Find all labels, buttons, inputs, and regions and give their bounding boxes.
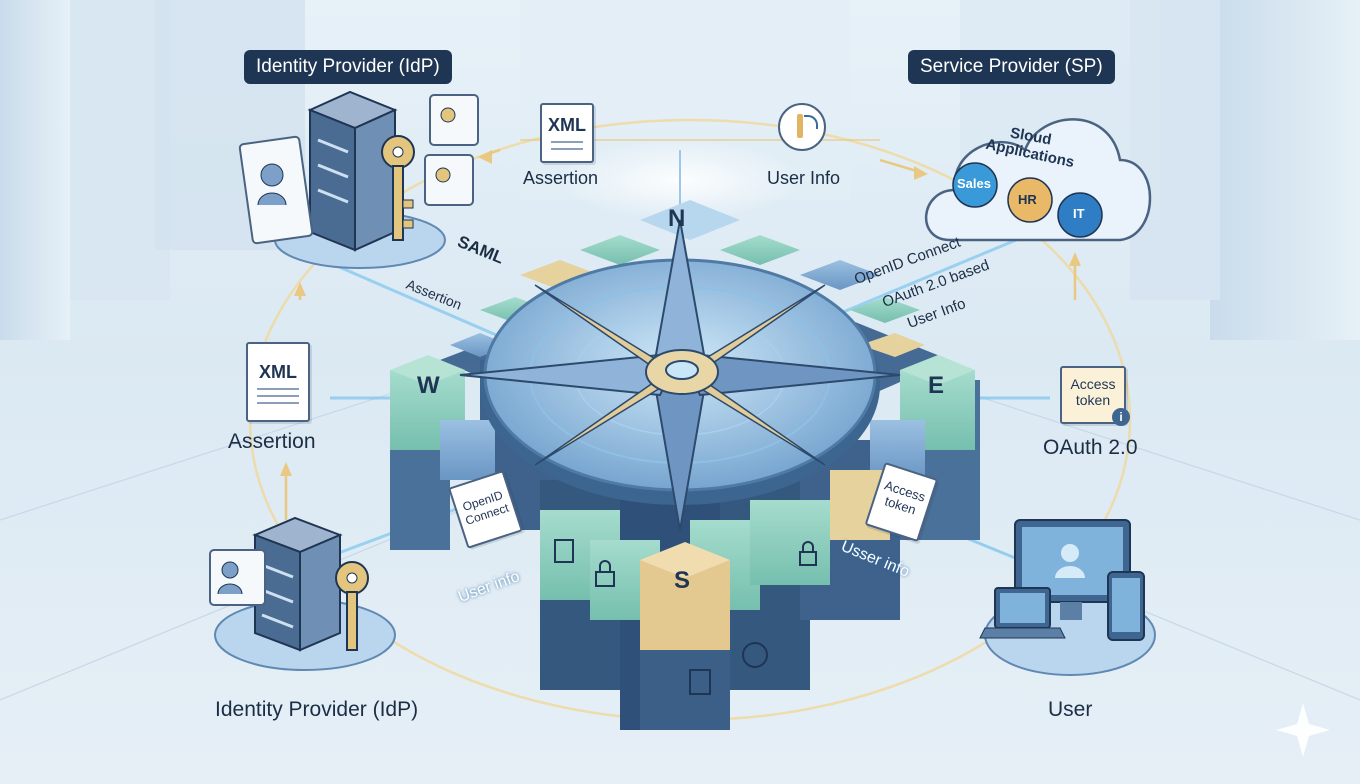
cloud-app-hr: HR — [1018, 192, 1037, 207]
xml-top-label: XML — [548, 115, 586, 135]
compass-icon — [459, 219, 901, 531]
user-info-top-label: User Info — [767, 168, 841, 188]
compass-s-label: S — [674, 567, 691, 594]
phone-icon — [1107, 571, 1145, 641]
cloud-app-it: IT — [1073, 206, 1085, 221]
xml-left-label: XML — [259, 362, 297, 382]
cloud-icon — [924, 118, 1152, 242]
oauth-label: OAuth 2.0 — [1043, 436, 1138, 459]
id-card-icon — [238, 94, 479, 245]
lock-icon — [595, 571, 615, 587]
compass-n-label: N — [668, 205, 686, 232]
document-icon: XML — [540, 103, 594, 163]
sp-title: Service Provider (SP) — [908, 50, 1115, 84]
user-title: User — [1048, 698, 1093, 721]
info-icon: i — [1112, 408, 1130, 426]
monitor-icon — [1014, 519, 1131, 620]
compass-w-label: W — [417, 372, 440, 399]
laptop-icon — [979, 587, 1066, 639]
assertion-left-label: Assertion — [228, 430, 316, 453]
key-icon — [381, 135, 415, 241]
idp-bottom-title: Identity Provider (IdP) — [215, 698, 419, 721]
access-token-right-line2: token — [1075, 392, 1111, 408]
server-icon — [252, 516, 343, 652]
assertion-top-label: Assertion — [523, 168, 599, 188]
id-card-icon — [209, 549, 266, 606]
idp-top-title: Identity Provider (IdP) — [244, 50, 452, 84]
openid-icon — [778, 103, 826, 151]
cloud-app-sales: Sales — [957, 176, 991, 191]
server-icon — [307, 90, 398, 252]
key-icon — [335, 561, 369, 651]
access-token-right-line1: Access — [1070, 376, 1116, 392]
document-icon: XML — [246, 342, 310, 422]
lock-icon — [799, 551, 817, 566]
compass-e-label: E — [928, 372, 945, 399]
